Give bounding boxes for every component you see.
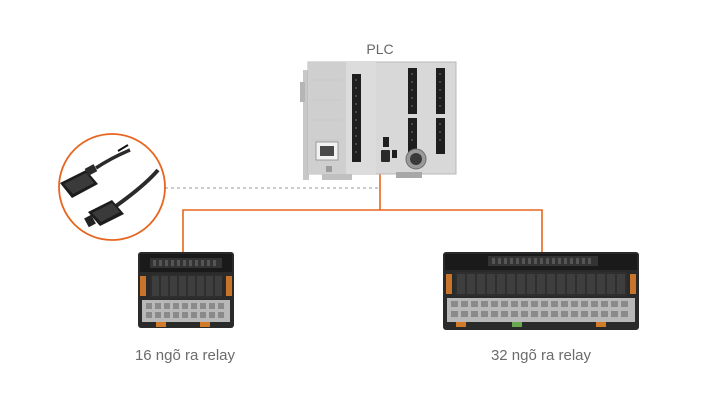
connection-lines (165, 168, 543, 252)
relay-32-label: 32 ngõ ra relay (490, 347, 592, 364)
orange-link-right (380, 209, 543, 252)
cable-connector-icon (60, 144, 160, 228)
callout-ring (58, 133, 166, 241)
orange-link (182, 168, 381, 252)
plc-label: PLC (366, 41, 394, 57)
relay-16-label: 16 ngõ ra relay (134, 347, 236, 364)
relay-module-16-icon (138, 252, 234, 328)
relay-module-32-icon (443, 252, 639, 330)
cable-callout (58, 133, 166, 241)
plc-device-icon (300, 61, 457, 180)
